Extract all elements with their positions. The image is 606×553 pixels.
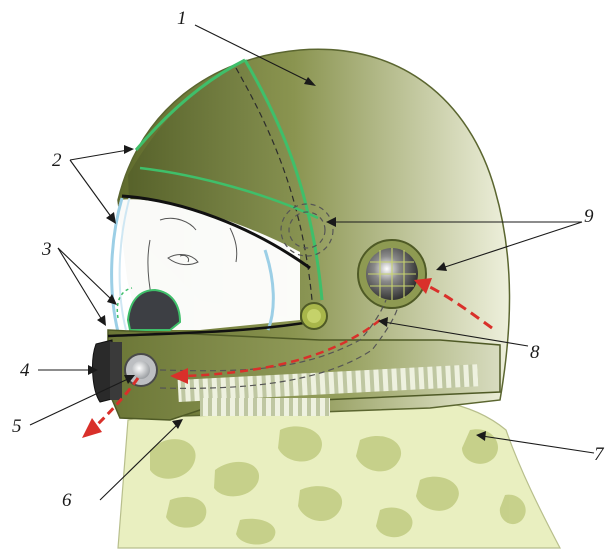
callout-5: 5 bbox=[12, 416, 22, 437]
inlet-port bbox=[358, 240, 426, 308]
callout-1: 1 bbox=[177, 8, 187, 29]
callout-4: 4 bbox=[20, 360, 30, 381]
callout-2: 2 bbox=[52, 150, 62, 171]
callout-7: 7 bbox=[594, 444, 605, 465]
callout-8: 8 bbox=[530, 342, 540, 363]
callout-9: 9 bbox=[584, 206, 594, 227]
neck-bib bbox=[118, 397, 560, 548]
front-cartridge bbox=[93, 340, 122, 402]
callout-6: 6 bbox=[62, 490, 72, 511]
callout-3: 3 bbox=[41, 239, 52, 260]
